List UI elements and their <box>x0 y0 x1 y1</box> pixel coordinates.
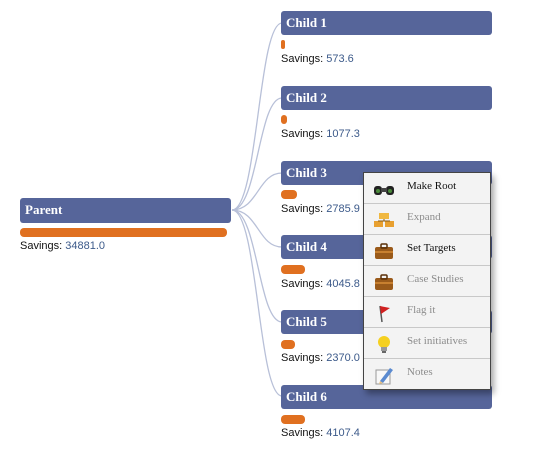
savings-bar <box>281 40 285 49</box>
menu-item-notes[interactable]: Notes <box>364 359 490 390</box>
flag-icon <box>379 305 390 323</box>
savings-label: Savings: <box>281 128 324 140</box>
lightbulb-icon <box>378 336 390 353</box>
menu-item-set-targets[interactable]: Set Targets <box>364 235 490 266</box>
context-menu: Make Root Expand Set Targets Case Studie… <box>363 172 491 390</box>
menu-item-label: Notes <box>407 366 433 378</box>
binoculars-icon <box>374 186 394 195</box>
savings-text: Savings: 4045.8 <box>281 278 360 290</box>
savings-bar <box>281 415 305 424</box>
savings-label: Savings: <box>281 203 324 215</box>
menu-item-flag-it[interactable]: Flag it <box>364 297 490 328</box>
menu-item-label: Set Targets <box>407 242 456 254</box>
savings-value: 4107.4 <box>326 427 360 439</box>
briefcase-icon <box>375 274 393 290</box>
savings-label: Savings: <box>281 53 324 65</box>
savings-label: Savings: <box>20 240 63 252</box>
savings-bar <box>20 228 227 237</box>
menu-item-label: Expand <box>407 211 441 223</box>
savings-bar <box>281 265 305 274</box>
savings-text: Savings: 4107.4 <box>281 427 360 439</box>
savings-value: 573.6 <box>326 53 354 65</box>
savings-text: Savings: 573.6 <box>281 53 354 65</box>
menu-item-label: Flag it <box>407 304 436 316</box>
menu-item-label: Set initiatives <box>407 335 468 347</box>
briefcase-icon <box>375 243 393 259</box>
savings-text: Savings: 2785.9 <box>281 203 360 215</box>
savings-text: Savings: 1077.3 <box>281 128 360 140</box>
savings-value: 4045.8 <box>326 278 360 290</box>
savings-text: Savings: 2370.0 <box>281 352 360 364</box>
menu-item-label: Case Studies <box>407 273 464 285</box>
savings-bar <box>281 190 297 199</box>
menu-item-set-initiatives[interactable]: Set initiatives <box>364 328 490 359</box>
savings-text: Savings: 34881.0 <box>20 240 105 252</box>
expand-icon <box>374 213 394 227</box>
savings-label: Savings: <box>281 352 324 364</box>
node-title[interactable]: Parent <box>20 198 231 223</box>
notes-icon <box>375 368 393 385</box>
savings-value: 2785.9 <box>326 203 360 215</box>
savings-bar <box>281 115 287 124</box>
node-title[interactable]: Child 2 <box>281 86 492 110</box>
savings-value: 1077.3 <box>326 128 360 140</box>
savings-value: 2370.0 <box>326 352 360 364</box>
menu-item-label: Make Root <box>407 180 457 192</box>
menu-item-case-studies[interactable]: Case Studies <box>364 266 490 297</box>
menu-item-expand[interactable]: Expand <box>364 204 490 235</box>
node-title[interactable]: Child 1 <box>281 11 492 35</box>
savings-label: Savings: <box>281 278 324 290</box>
menu-item-make-root[interactable]: Make Root <box>364 173 490 204</box>
savings-label: Savings: <box>281 427 324 439</box>
savings-value: 34881.0 <box>65 240 106 252</box>
savings-bar <box>281 340 295 349</box>
